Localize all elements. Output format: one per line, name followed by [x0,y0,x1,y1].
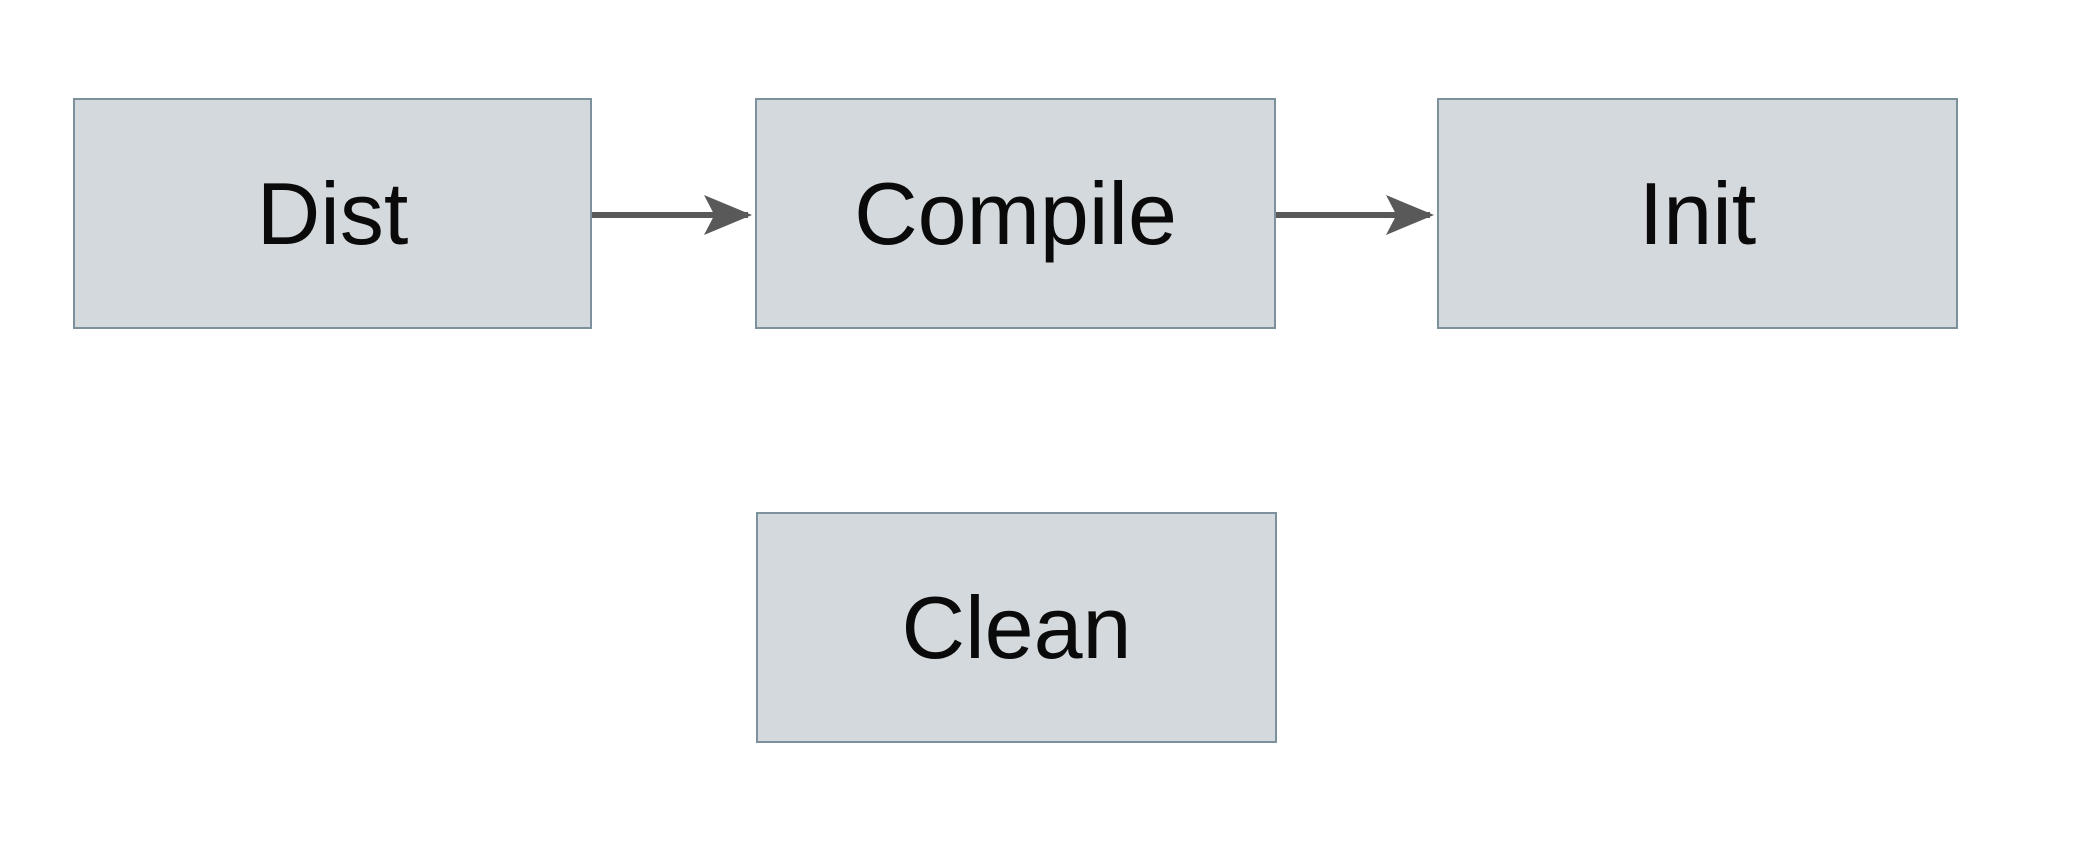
node-clean-label: Clean [901,577,1132,677]
node-dist[interactable]: Dist [73,98,592,329]
node-clean[interactable]: Clean [756,512,1277,743]
node-compile[interactable]: Compile [755,98,1276,329]
node-dist-label: Dist [256,163,409,263]
node-compile-label: Compile [854,163,1177,263]
node-init-label: Init [1638,163,1757,263]
node-init[interactable]: Init [1437,98,1958,329]
